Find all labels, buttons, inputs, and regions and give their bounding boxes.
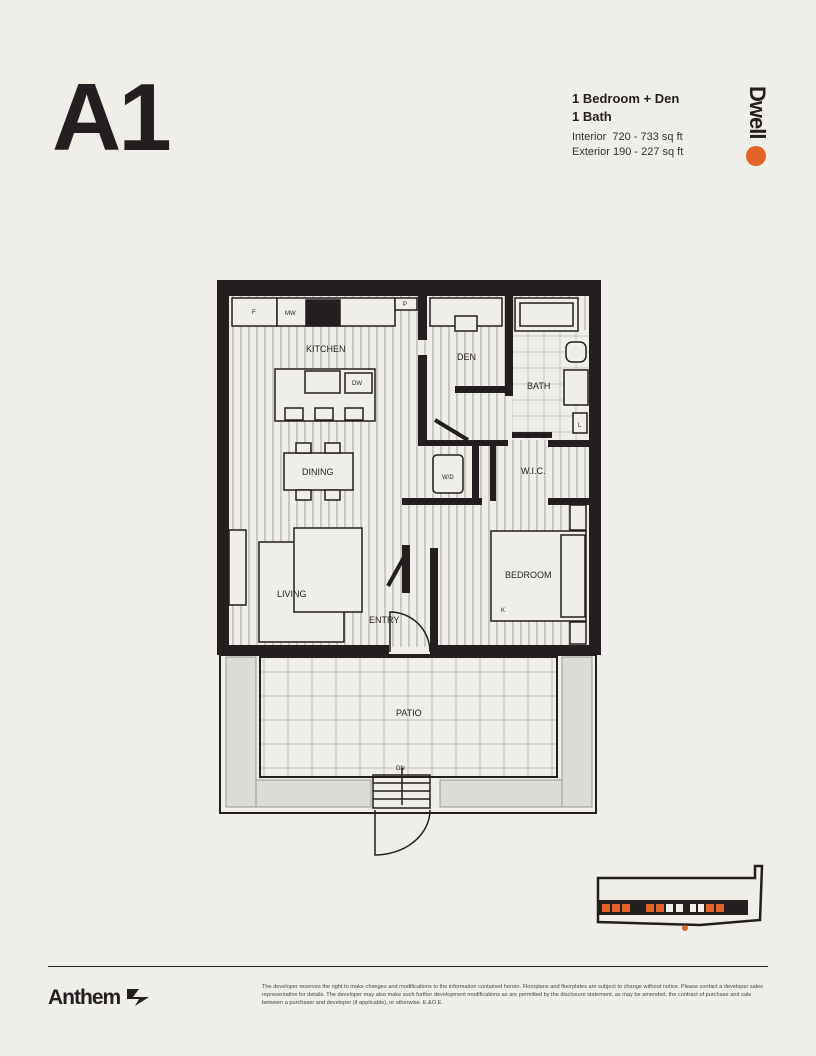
unit-type: 1 Bedroom + Den: [572, 91, 680, 106]
interior-value: 720 - 733 sq ft: [612, 131, 683, 143]
planters: [225, 656, 593, 808]
label-entry: ENTRY: [369, 615, 399, 625]
anthem-arrow-icon: [127, 989, 150, 1006]
label-den: DEN: [457, 352, 476, 362]
dwell-dot-icon: [746, 146, 766, 166]
label-bedroom: BEDROOM: [505, 570, 552, 580]
label-wd: W/D: [442, 475, 454, 481]
label-k: K: [501, 608, 505, 614]
unit-name: A1: [52, 64, 172, 171]
interior-label: Interior: [572, 131, 607, 143]
label-wic: W.I.C.: [521, 466, 546, 476]
label-kitchen: KITCHEN: [306, 344, 346, 354]
key-plan-marker-icon: [682, 925, 688, 931]
patio-tile: [259, 656, 558, 778]
anthem-logo: Anthem: [48, 986, 151, 1010]
unit-specs: 1 Bedroom + Den 1 Bath Interior 720 - 73…: [572, 90, 683, 160]
exterior-area: Exterior 190 - 227 sq ft: [572, 145, 683, 160]
patio-edge: [219, 654, 597, 814]
label-linen: L: [578, 423, 582, 429]
label-bath: BATH: [527, 381, 550, 391]
label-patio: PATIO: [396, 708, 422, 718]
interior-area: Interior 720 - 733 sq ft: [572, 130, 683, 145]
label-fridge: F: [252, 310, 256, 316]
footer-divider: [48, 966, 768, 967]
anthem-wordmark: Anthem: [48, 986, 121, 1009]
label-microwave: MW: [285, 311, 296, 317]
kitchen-counter: [228, 297, 589, 645]
exterior-value: 190 - 227 sq ft: [612, 146, 684, 158]
stairs: [372, 768, 431, 809]
doors: [374, 418, 470, 856]
label-pantry: P: [403, 302, 407, 308]
exterior-label: Exterior: [572, 146, 610, 158]
label-dining: DINING: [302, 467, 334, 477]
walls: [217, 280, 601, 655]
disclaimer: The developer reserves the right to make…: [262, 984, 763, 1006]
unit-baths: 1 Bath: [572, 109, 612, 124]
dwell-logo: Dwell: [742, 86, 772, 166]
label-dn: DN: [396, 766, 405, 772]
label-dishwasher: DW: [352, 381, 362, 387]
label-living: LIVING: [277, 589, 307, 599]
key-plan: [596, 864, 764, 931]
